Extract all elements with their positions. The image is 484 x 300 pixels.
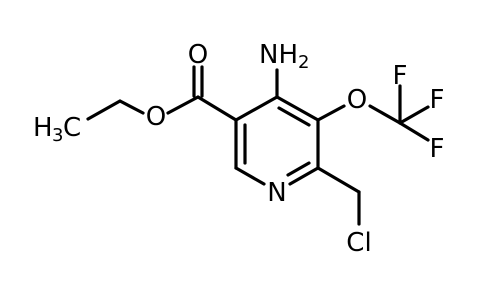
ring-nitrogen-label: N — [267, 178, 286, 208]
bond-cf3-f2 — [398, 105, 430, 125]
bonds — [86, 65, 430, 226]
bond-carbonylc-ring — [196, 95, 238, 122]
ring-bond-c4-c3-inner — [277, 106, 311, 127]
methyl-subscript: 3 — [52, 125, 63, 146]
ring-bond-n-c6 — [234, 166, 266, 186]
fluorine-top-label: F — [393, 61, 408, 91]
atom-labels: O O H 3 C NH 2 O F F F N Cl — [33, 40, 444, 258]
ether-oxygen-label: O — [347, 85, 367, 115]
chlorine-label: Cl — [346, 228, 371, 258]
methyl-label: H 3 C — [33, 113, 81, 146]
fluorine-bottom-label: F — [430, 134, 445, 164]
methyl-c-label: C — [63, 113, 81, 143]
bond-o-cf3 — [368, 104, 402, 125]
bond-c3-o — [316, 104, 346, 122]
amino-subscript: 2 — [298, 52, 309, 73]
ester-oxygen-label: O — [146, 102, 166, 132]
amino-label: NH 2 — [259, 40, 309, 73]
fluorine-right-label: F — [430, 85, 445, 115]
bond-o-carbonylc — [166, 95, 200, 115]
amino-nh-label: NH — [259, 40, 298, 70]
ring-bond-c5-c4 — [234, 95, 279, 122]
carbonyl-oxygen-label: O — [188, 40, 208, 70]
methyl-h-label: H — [33, 113, 53, 143]
ring-bond-c4-c3 — [275, 95, 320, 122]
bond-cf3-f3 — [398, 121, 430, 142]
ring-bond-c2-n — [288, 166, 320, 186]
bond-ch3-ch2 — [86, 99, 122, 121]
bond-ch2-o — [118, 99, 145, 115]
bond-c2-ch2 — [316, 166, 361, 194]
ring-bond-c2-n-inner — [286, 161, 311, 177]
